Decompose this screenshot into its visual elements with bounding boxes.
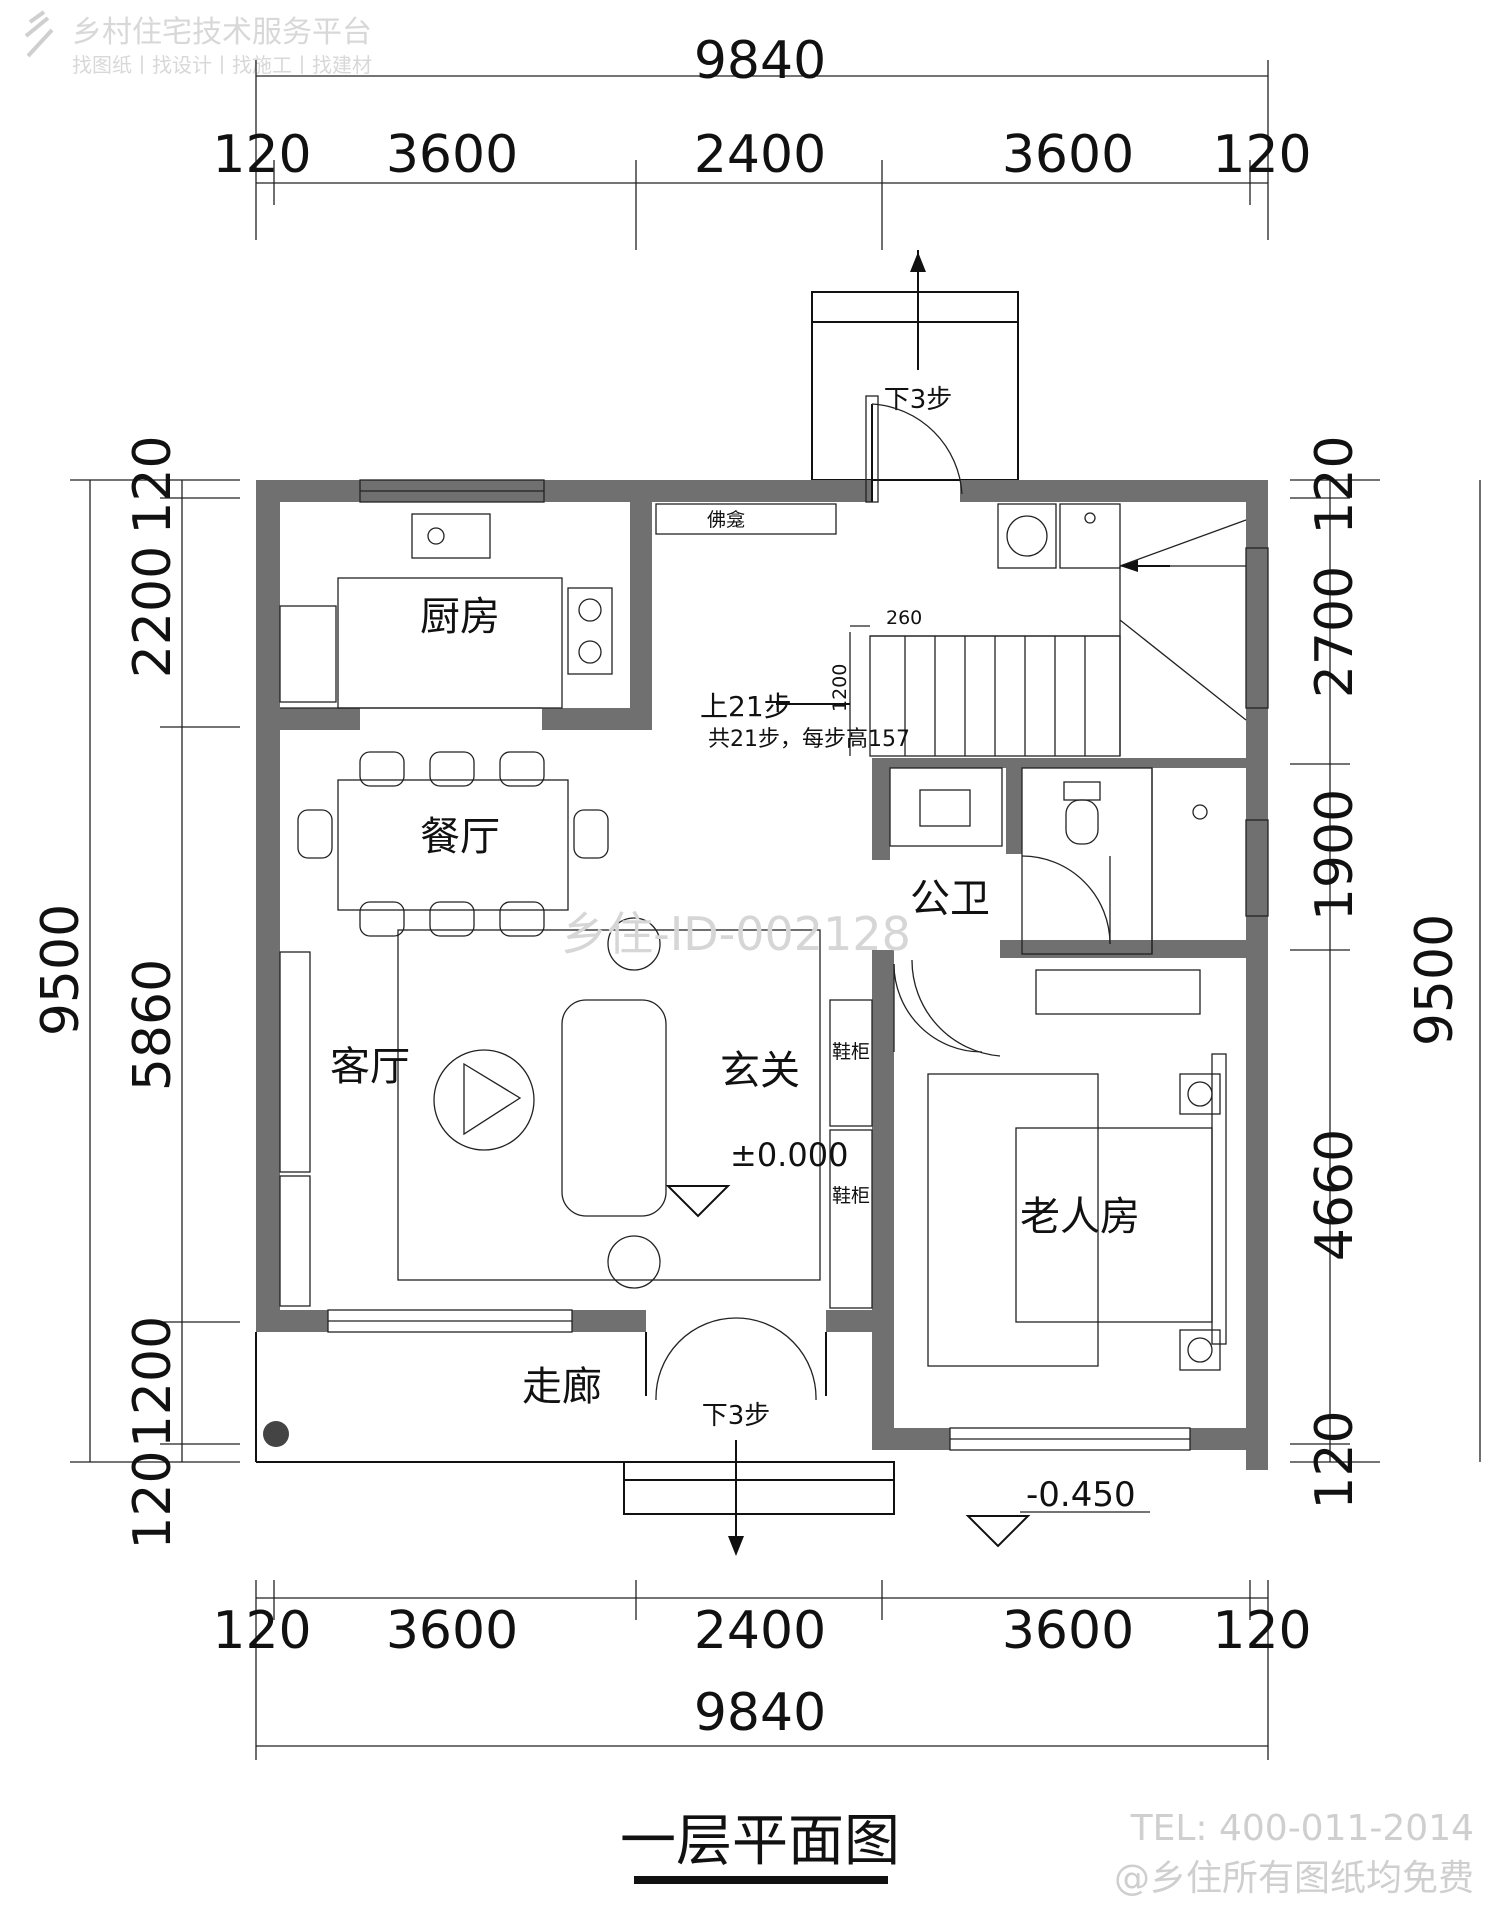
rear-door [865,395,963,503]
elder-room-furniture [893,963,1227,1371]
dining-table [297,751,609,937]
stair-up-label: 上21步 [700,690,792,723]
left-total-height: 9500 [31,904,91,1036]
right-segment-3: 1900 [1305,789,1365,921]
exterior-level-marker [965,1515,1031,1548]
right-dimension-lines [1290,479,1481,1463]
front-steps-label: 下3步 [702,1401,771,1431]
top-segment-1: 120 [212,125,311,185]
shoe-cabinet-1-label: 鞋柜 [832,1041,870,1063]
left-segment-3: 5860 [123,959,183,1091]
right-total-height: 9500 [1405,914,1465,1046]
right-segment-4: 4660 [1305,1129,1365,1261]
interior-level: ±0.000 [730,1136,848,1174]
elder-room-label: 老人房 [1020,1194,1140,1240]
bottom-segment-4: 3600 [1002,1601,1134,1661]
top-total-width: 9840 [694,31,826,91]
title-underline [634,1876,888,1884]
stair-width-size: 1200 [829,664,851,712]
stair-tread-size: 260 [886,607,922,629]
footer-tel: TEL: 400-011-2014 [1130,1808,1474,1849]
right-segment-1: 120 [1305,435,1365,534]
bottom-segment-5: 120 [1212,1601,1311,1661]
bathroom-label: 公卫 [910,876,990,922]
bottom-dimension-lines [255,1580,1269,1760]
platform-name: 乡村住宅技术服务平台 [72,15,372,50]
top-segment-5: 120 [1212,125,1311,185]
kitchen-fixtures [279,513,613,709]
footer-note: @乡住所有图纸均免费 [1114,1858,1474,1899]
bottom-total-width: 9840 [694,1683,826,1743]
right-segment-2: 2700 [1305,566,1365,698]
top-segment-4: 3600 [1002,125,1134,185]
bottom-segment-3: 2400 [694,1601,826,1661]
top-dimension-lines [255,60,1269,250]
left-segment-4: 1200 [123,1316,183,1448]
bottom-segment-1: 120 [212,1601,311,1661]
right-segment-5: 120 [1305,1410,1365,1509]
shoe-cabinets [829,999,873,1309]
rear-steps [811,250,1019,481]
laundry-fixtures [997,503,1121,569]
stair-info-label: 共21步，每步高157 [708,727,910,752]
corridor-label: 走廊 [522,1364,602,1410]
left-segment-1: 120 [123,435,183,534]
front-door [645,1317,827,1401]
left-segment-2: 2200 [123,546,183,678]
top-segment-2: 3600 [386,125,518,185]
shoe-cabinet-2-label: 鞋柜 [832,1185,870,1207]
left-segment-5: 120 [123,1450,183,1549]
foyer-label: 玄关 [720,1048,800,1094]
platform-services: 找图纸丨找设计丨找施工丨找建材 [72,53,372,77]
bottom-segment-2: 3600 [386,1601,518,1661]
left-dimension-lines [70,479,240,1463]
shrine-label: 佛龛 [707,509,745,531]
platform-logo [24,10,54,58]
shrine-cabinet [655,503,837,535]
top-segment-3: 2400 [694,125,826,185]
kitchen-label: 厨房 [420,594,500,640]
bathroom-fixtures [889,767,1208,1057]
exterior-level: -0.450 [1026,1475,1136,1515]
rear-steps-label: 下3步 [884,385,953,415]
front-steps [623,1440,895,1556]
walls [256,480,1268,1470]
dining-label: 餐厅 [420,814,500,860]
windows [327,479,1269,1451]
interior-level-marker [665,1185,731,1218]
drawing-title: 一层平面图 [620,1809,900,1874]
living-room-label: 客厅 [330,1044,410,1090]
plan-id-watermark: 乡住-ID-002128 [561,907,911,961]
living-room-furniture [279,917,821,1307]
staircase [776,519,1247,757]
